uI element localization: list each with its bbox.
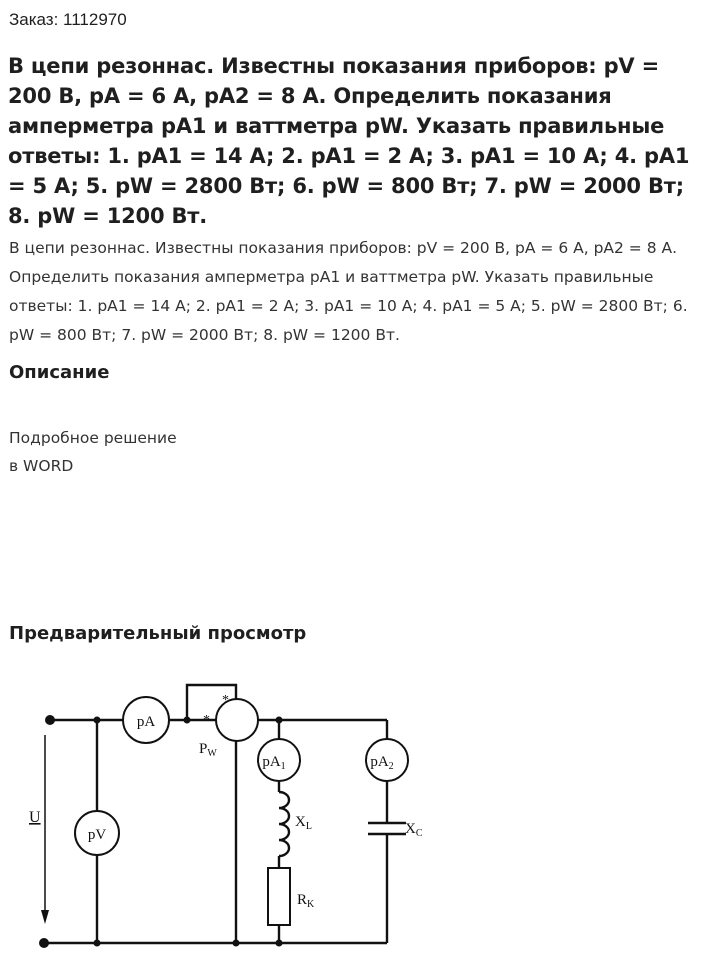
wattmeter-pw (215, 698, 259, 742)
label-pw-sub: W (207, 748, 217, 759)
label-xl: XL (295, 814, 312, 832)
label-pw: PW (199, 741, 217, 759)
star-voltage: * (222, 693, 229, 708)
problem-text: В цепи резоннас. Известны показания приб… (9, 239, 688, 344)
description-text: Подробное решение в WORD (9, 424, 177, 480)
star-current: * (203, 713, 210, 728)
junction-bottom-pv (93, 939, 101, 947)
problem-title: В цепи резоннас. Известны показания приб… (8, 54, 690, 228)
label-xc-sub: C (416, 828, 423, 839)
label-pa: pA (137, 714, 156, 730)
label-pa2: pA2 (370, 754, 393, 772)
voltmeter-pv (74, 810, 120, 856)
junction-top-pv (93, 716, 101, 724)
junction-top-pa1 (275, 716, 283, 724)
ammeter-pa2 (365, 738, 409, 782)
junction-top-w (183, 716, 191, 724)
wattmeter-voltage-lead (185, 683, 238, 720)
ammeter-pa (122, 696, 170, 744)
label-pa1: pA1 (262, 754, 285, 772)
label-rk-sub: K (307, 899, 315, 910)
terminal-top (45, 715, 55, 725)
ammeter-pa1 (257, 738, 301, 782)
order-number: Заказ: 1112970 (9, 10, 127, 29)
junction-bottom-pa1 (275, 939, 283, 947)
description-heading: Описание (9, 362, 110, 383)
label-pv: pV (88, 827, 107, 843)
label-xl-sub: L (306, 821, 312, 832)
circuit-diagram: pA pA1 pA2 pV PW * * U XL XC RK (29, 683, 423, 948)
voltage-arrow-head (41, 910, 49, 924)
description-line-1: Подробное решение (9, 429, 177, 447)
label-u: U (29, 809, 41, 826)
label-pa2-sub: 2 (389, 761, 394, 772)
junction-bottom-w (232, 939, 240, 947)
label-pa1-sub: 1 (281, 761, 286, 772)
description-line-2: в WORD (9, 457, 74, 475)
label-rk: RK (297, 892, 315, 910)
preview-heading: Предварительный просмотр (9, 623, 307, 644)
resistor-rk (267, 867, 291, 926)
inductor-xl (278, 790, 291, 858)
terminal-bottom (39, 938, 49, 948)
label-xc: XC (405, 821, 423, 839)
